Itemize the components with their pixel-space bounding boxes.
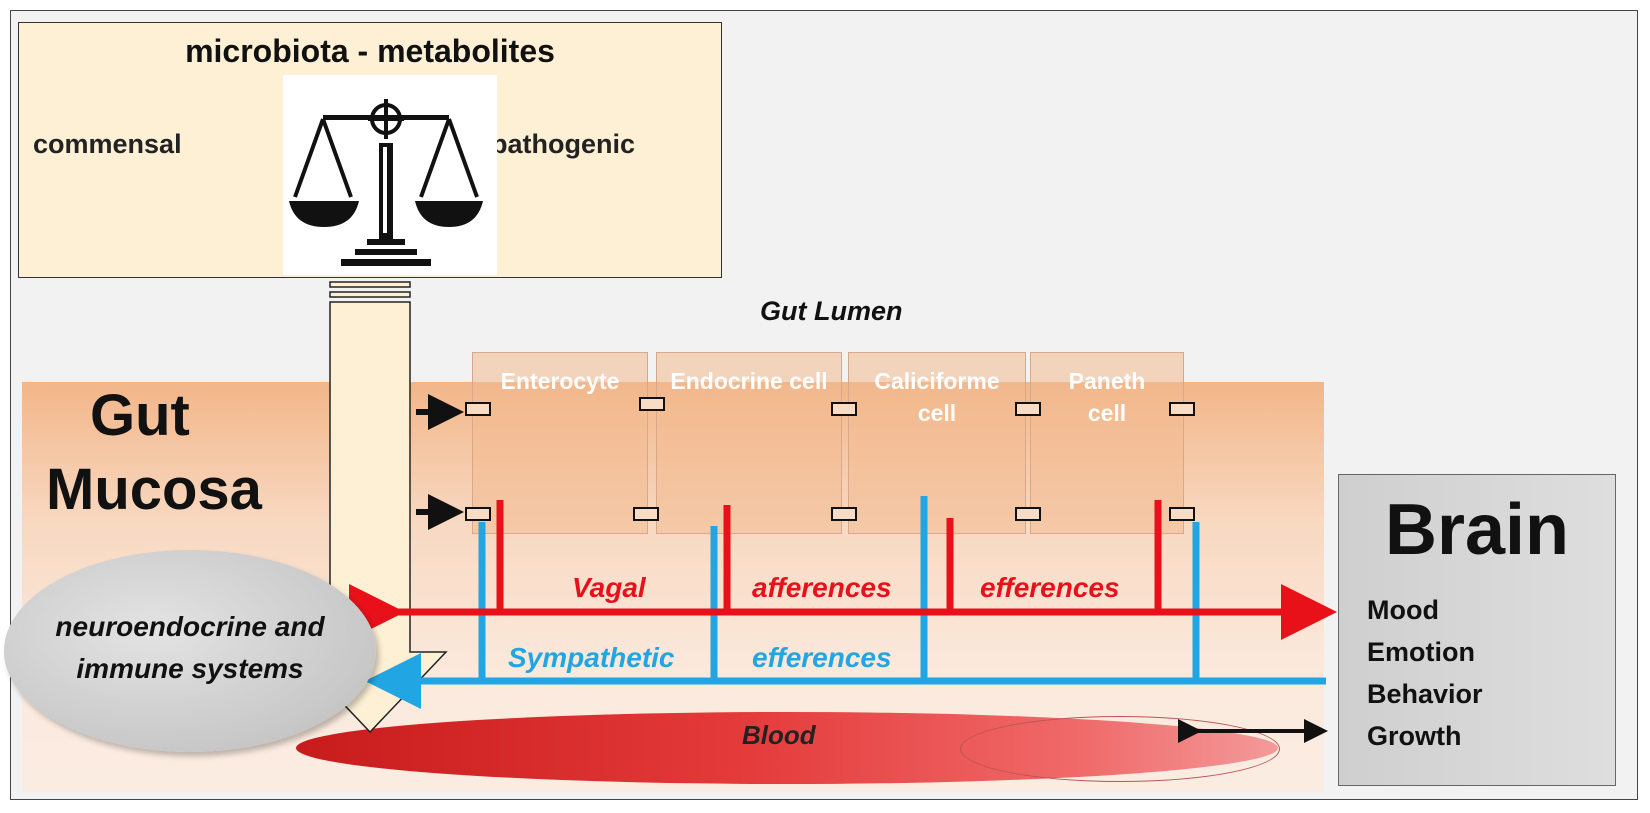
cell-label: Enterocyte — [500, 368, 620, 394]
neuro-label-line1: neuroendocrine and — [55, 611, 325, 642]
microbiota-title: microbiota - metabolites — [185, 33, 555, 69]
cell-caliciforme: Caliciforme cell — [848, 352, 1026, 534]
vagal-label: Vagal — [572, 572, 646, 603]
tight-junctions — [465, 397, 1195, 521]
balance-scale-icon — [283, 75, 497, 275]
brain-item-mood: Mood — [1367, 595, 1439, 625]
brain-item-growth: Growth — [1367, 721, 1462, 751]
cell-label: cell — [1087, 400, 1127, 427]
blood-label: Blood — [742, 720, 816, 750]
blood-vessel-highlight — [960, 716, 1280, 782]
gut-lumen-label: Gut Lumen — [760, 296, 903, 326]
brain-title: Brain — [1384, 490, 1570, 570]
microbiota-box: microbiota - metabolites commensal patho… — [18, 22, 722, 278]
sympathetic-efferences-label: efferences — [752, 642, 892, 673]
pathogenic-label: pathogenic — [491, 129, 636, 159]
gut-mucosa-title-line2: Mucosa — [46, 457, 262, 522]
brain-item-behavior: Behavior — [1367, 679, 1483, 709]
cell-label: Caliciforme — [874, 368, 1000, 394]
gut-mucosa-title-line1: Gut — [90, 383, 190, 448]
afferences-label: afferences — [752, 572, 892, 603]
sympathetic-label: Sympathetic — [508, 642, 675, 673]
commensal-label: commensal — [33, 129, 182, 159]
cell-label: Endocrine cell — [670, 368, 828, 394]
neuroendocrine-immune-ellipse: neuroendocrine and immune systems — [4, 550, 376, 752]
brain-item-emotion: Emotion — [1367, 637, 1475, 667]
cell-endocrine: Endocrine cell — [656, 352, 842, 534]
cell-label: Paneth — [1068, 368, 1146, 394]
neuro-label-line2: immune systems — [76, 653, 304, 684]
brain-box: Brain Mood Emotion Behavior Growth — [1338, 474, 1616, 786]
efferences-label: efferences — [980, 572, 1120, 603]
cell-label: cell — [917, 400, 957, 427]
